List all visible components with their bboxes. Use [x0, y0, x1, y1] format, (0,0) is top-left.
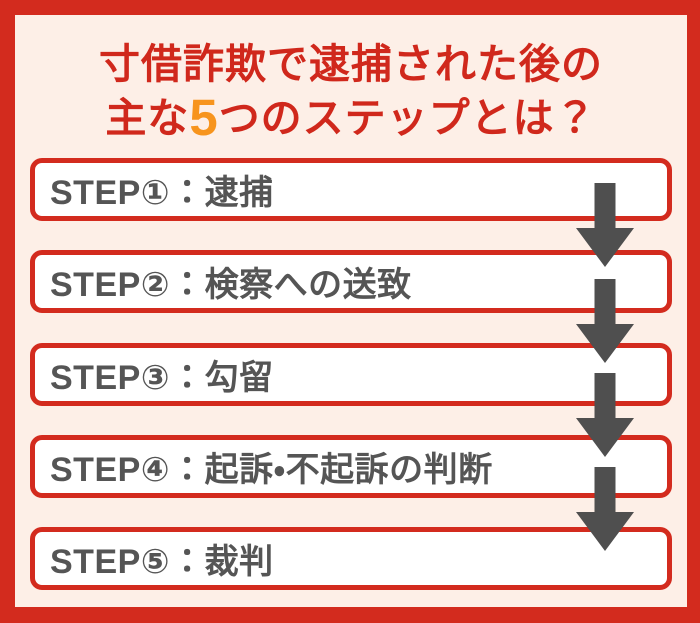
- step-label-4: STEP④：起訴・不起訴の判断: [50, 451, 493, 489]
- title-line-2: 主な5つのステップとは？: [15, 91, 687, 145]
- step-box-4: STEP④：起訴・不起訴の判断: [30, 435, 672, 498]
- title-line-1: 寸借詐欺で逮捕された後の: [99, 41, 603, 87]
- down-arrow-icon: [576, 183, 634, 267]
- step-box-2: STEP②：検察への送致: [30, 250, 672, 313]
- step-label-2: STEP②：検察への送致: [50, 266, 412, 304]
- step-label-3: STEP③：勾留: [50, 359, 274, 397]
- down-arrow-icon: [576, 279, 634, 363]
- step-box-3: STEP③：勾留: [30, 343, 672, 406]
- step-label-1: STEP①：逮捕: [50, 174, 274, 212]
- step-label-5: STEP⑤：裁判: [50, 543, 274, 581]
- down-arrow-icon: [576, 467, 634, 551]
- step-box-1: STEP①：逮捕: [30, 158, 672, 221]
- title-line-2-prefix: 主な: [105, 95, 190, 142]
- page-title: 寸借詐欺で逮捕された後の 主な5つのステップとは？: [15, 37, 687, 145]
- step-count-number: 5: [189, 89, 219, 147]
- step-box-5: STEP⑤：裁判: [30, 527, 672, 590]
- title-line-2-suffix: つのステップとは？: [218, 95, 597, 142]
- down-arrow-icon: [576, 373, 634, 457]
- content-area: 寸借詐欺で逮捕された後の 主な5つのステップとは？ STEP①：逮捕 STEP②…: [15, 15, 687, 607]
